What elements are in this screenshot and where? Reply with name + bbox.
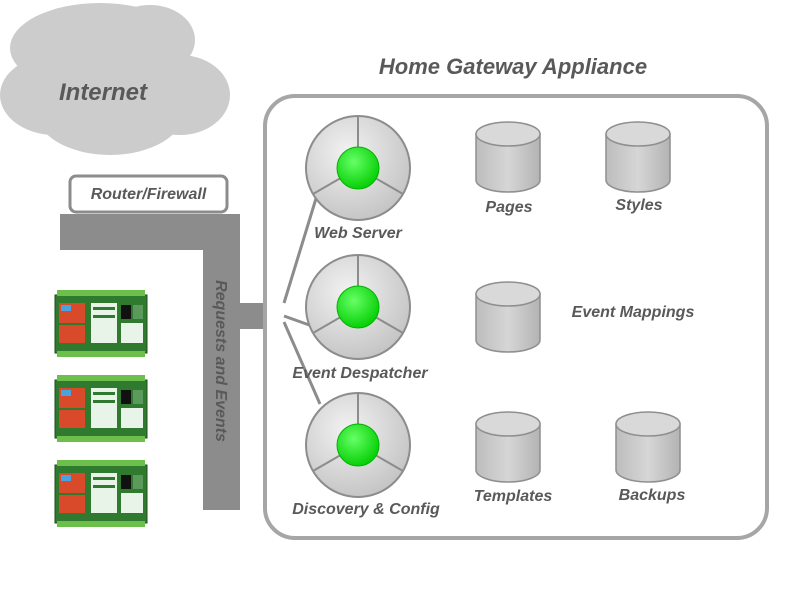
connector-event-despatcher [283,314,313,328]
internet-label: Internet [59,79,148,106]
bus-vertical [203,214,240,510]
discovery-config-label: Discovery & Config [292,501,440,518]
appliance-title: Home Gateway Appliance [379,54,647,79]
event-mappings-label: Event Mappings [572,304,695,321]
io-module-icon [54,374,148,443]
router-firewall-box [68,174,229,214]
templates-label: Templates [474,488,553,505]
styles-store-icon [605,121,671,193]
io-module-icon [54,289,148,358]
router-firewall-label: Router/Firewall [91,186,207,203]
pages-store-icon [475,121,541,193]
templates-store-icon [475,411,541,483]
connector-discovery-config [282,321,322,405]
backups-label: Backups [619,487,686,504]
web-server-label: Web Server [314,225,403,242]
styles-label: Styles [615,197,662,214]
backups-store-icon [615,411,681,483]
io-module-icon [54,459,148,528]
web-server-icon [305,115,411,221]
event-mappings-store-icon [475,281,541,353]
requests-and-events-label: Requests and Events [212,280,229,442]
discovery-config-icon [305,392,411,498]
event-despatcher-icon [305,254,411,360]
pages-label: Pages [485,199,532,216]
internet-cloud [0,3,230,155]
connector-web-server [282,191,320,304]
event-despatcher-label: Event Despatcher [292,365,428,382]
